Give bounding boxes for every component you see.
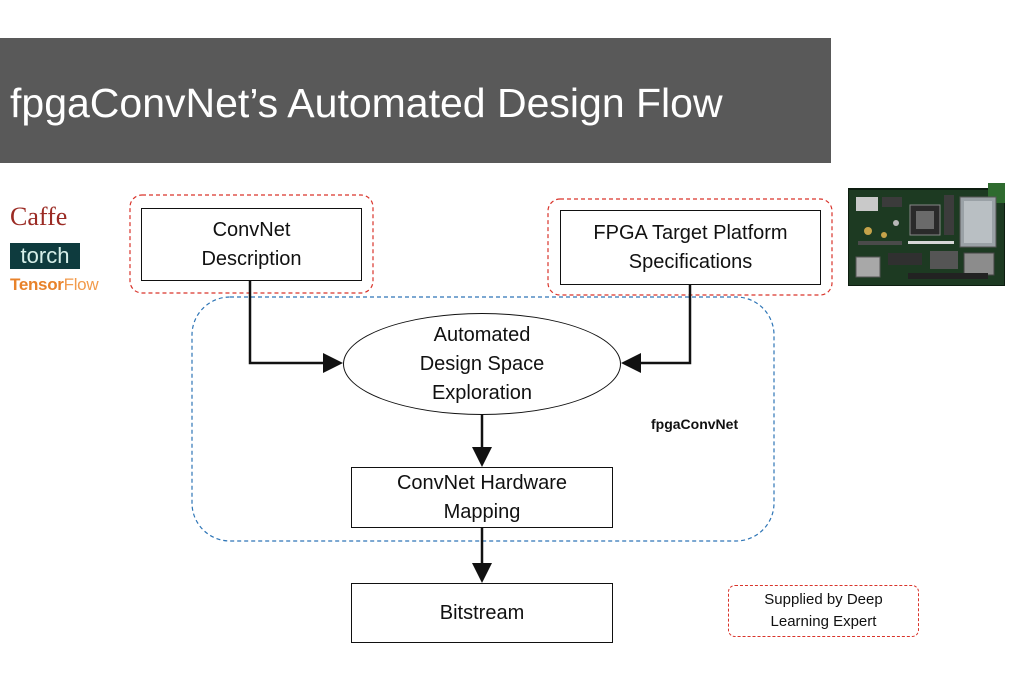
dse-label: Automated Design Space Exploration	[419, 323, 545, 404]
fpga-spec-label: FPGA Target Platform Specifications	[593, 221, 788, 273]
framework-label: fpgaConvNet	[651, 416, 739, 432]
tensorflow-logo-bold: Tensor	[10, 275, 64, 294]
slide-title: fpgaConvNet’s Automated Design Flow	[10, 80, 723, 126]
legend-box: Supplied by Deep Learning Expert	[728, 585, 919, 637]
hw-mapping-label: ConvNet Hardware Mapping	[396, 471, 568, 523]
expert-region-convnet	[129, 194, 374, 294]
caffe-logo: Caffe	[10, 202, 68, 231]
torch-logo: torch	[10, 243, 80, 269]
dse-ellipse: Automated Design Space Exploration	[343, 313, 621, 415]
convnet-description-label: ConvNet Description	[201, 218, 302, 270]
legend-label: Supplied by Deep Learning Expert	[764, 591, 883, 630]
arrow-spec-to-dse	[621, 285, 692, 373]
tensorflow-logo-light: Flow	[63, 275, 99, 294]
fpga-board-image	[848, 183, 1005, 286]
convnet-description-box: ConvNet Description	[141, 208, 362, 281]
title-bar	[0, 38, 831, 163]
tensorflow-logo: TensorFlow	[10, 275, 99, 295]
bitstream-label: Bitstream	[439, 601, 525, 624]
arrow-description-to-dse	[248, 281, 343, 373]
hw-mapping-box: ConvNet Hardware Mapping	[351, 467, 613, 528]
fpga-spec-box: FPGA Target Platform Specifications	[560, 210, 821, 285]
bitstream-box: Bitstream	[351, 583, 613, 643]
